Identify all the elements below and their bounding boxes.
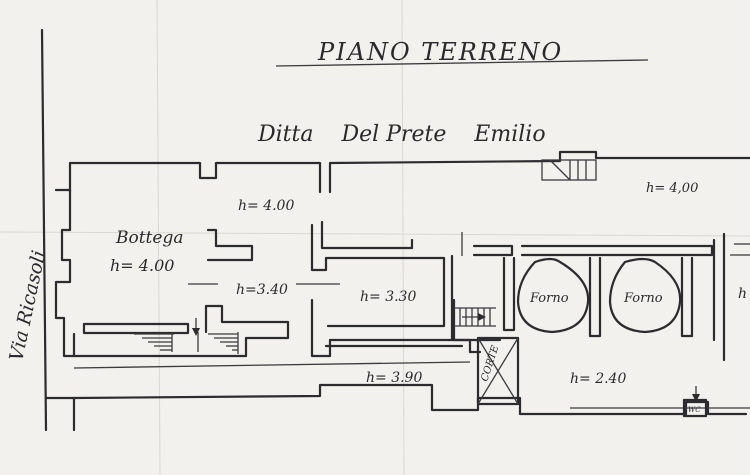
arrow-icon xyxy=(462,313,486,321)
street-boundary xyxy=(40,28,48,432)
interior-walls xyxy=(188,220,750,362)
room-1-height: h= 4.00 xyxy=(238,198,294,214)
exterior-walls xyxy=(44,150,750,432)
arrow-icon xyxy=(192,318,200,336)
oven-2-label: Forno xyxy=(623,291,663,306)
left-stepped-wall xyxy=(54,188,76,358)
stair-1 xyxy=(134,333,174,352)
counter-block xyxy=(72,304,290,358)
room-5-height: h= 3.90 xyxy=(366,370,422,386)
stair-2 xyxy=(208,332,239,354)
room-2-height: h=3.40 xyxy=(236,282,288,298)
room-4-height: h= 4,00 xyxy=(646,181,698,196)
oven-2 xyxy=(608,257,682,334)
corte-label: CORTE xyxy=(479,344,501,383)
room-3-height: h= 3.30 xyxy=(360,289,416,305)
room-6-height: h= 2.40 xyxy=(570,371,626,387)
bottega-label: Bottega xyxy=(115,228,183,248)
oven-1 xyxy=(516,257,590,334)
edge-height-fragment: h xyxy=(738,286,747,302)
oven-1-label: Forno xyxy=(529,291,569,306)
arrow-icon xyxy=(692,386,700,402)
corte-court xyxy=(476,336,520,406)
stair-4 xyxy=(541,159,597,181)
plan-title: PIANO TERRENO xyxy=(317,38,563,66)
owner-label: Ditta Del Prete Emilio xyxy=(257,122,546,147)
wc-box xyxy=(682,398,708,418)
bottega-height: h= 4.00 xyxy=(110,256,174,275)
wc-label: WC xyxy=(688,406,701,414)
title-underline xyxy=(275,59,649,67)
